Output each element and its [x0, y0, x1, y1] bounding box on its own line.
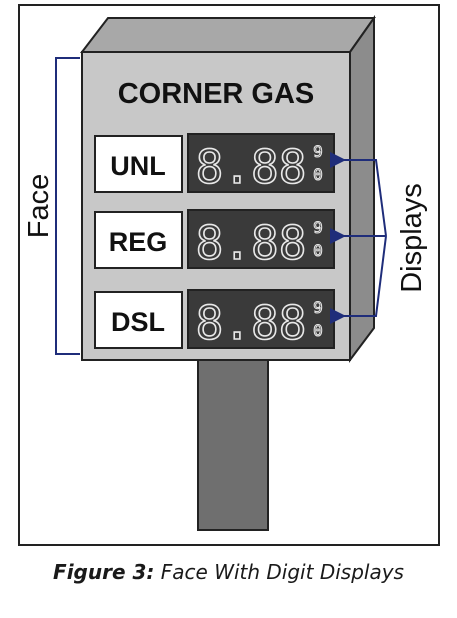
face-bracket — [55, 57, 80, 355]
face-callout-label: Face — [23, 174, 55, 238]
price-digits-unl: 8.88 — [196, 140, 307, 194]
tenth-digit-bottom-dsl: 0 — [313, 321, 323, 340]
grade-label-box — [94, 211, 183, 269]
price-row-dsl: DSL 8.88 9 0 — [94, 289, 335, 351]
tenth-digit-top-unl: 9 — [313, 142, 323, 161]
tenth-digit-top-reg: 9 — [313, 218, 323, 237]
sign-side — [349, 14, 375, 363]
digit-display-dsl — [187, 289, 335, 349]
grade-label-dsl: DSL — [111, 307, 165, 337]
digit-display-reg — [187, 209, 335, 269]
displays-callout-lines — [330, 152, 387, 324]
price-row-reg: REG 8.88 9 0 — [94, 209, 335, 271]
sign-title: CORNER GAS — [118, 78, 315, 110]
grade-label-reg: REG — [109, 227, 168, 257]
tenth-digit-top-dsl: 9 — [313, 298, 323, 317]
grade-label-unl: UNL — [110, 151, 166, 181]
sign-pole — [197, 354, 269, 531]
figure-caption-text: Face With Digit Displays — [160, 560, 404, 584]
price-row-unl: UNL 8.88 9 0 — [94, 133, 335, 195]
displays-callout-label: Displays — [396, 183, 428, 293]
tenth-digit-bottom-unl: 0 — [313, 165, 323, 184]
sign-top — [79, 17, 376, 53]
grade-label-box — [94, 291, 183, 349]
tenth-digit-bottom-reg: 0 — [313, 241, 323, 260]
price-digits-dsl: 8.88 — [196, 296, 307, 350]
figure-number: Figure 3: — [53, 560, 155, 584]
price-digits-reg: 8.88 — [196, 216, 307, 270]
grade-label-box — [94, 135, 183, 193]
figure-caption: Figure 3: Face With Digit Displays — [0, 560, 457, 584]
